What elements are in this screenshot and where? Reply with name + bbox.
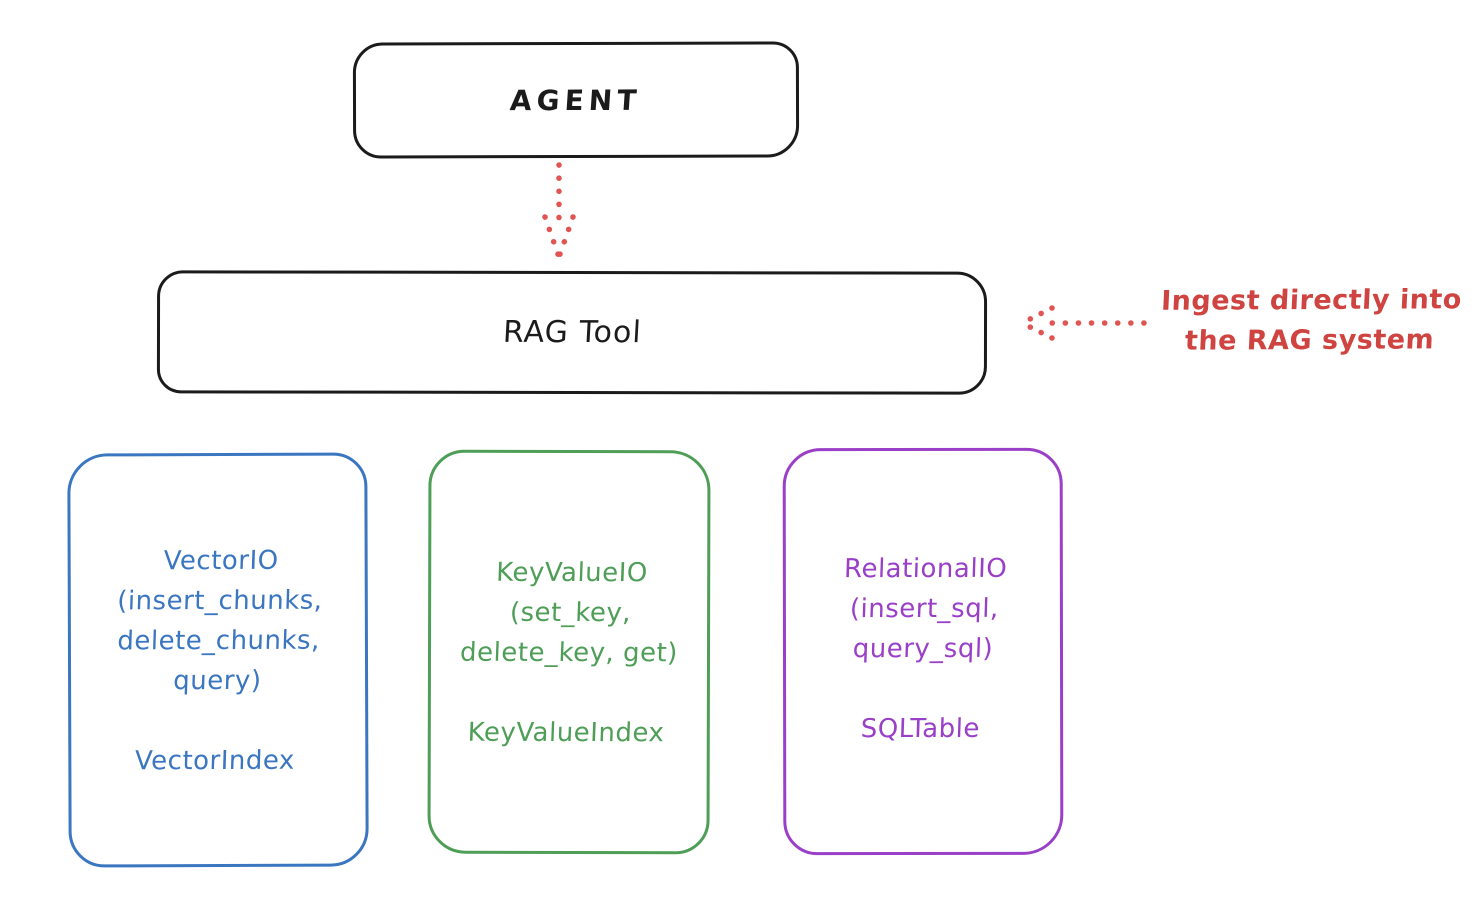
rag-tool-node: RAG Tool — [156, 270, 988, 395]
relational-io-node: RelationalIO (insert_sql, query_sql) SQL… — [782, 447, 1064, 856]
agent-to-ragtool-arrow — [542, 162, 576, 260]
vector-io-node: VectorIO (insert_chunks, delete_chunks, … — [67, 452, 369, 868]
vector-index-label: VectorIndex — [134, 745, 296, 777]
keyvalue-io-methods-line1: (set_key, — [509, 597, 632, 629]
keyvalue-index-label: KeyValueIndex — [467, 717, 665, 749]
vector-io-methods-line1: (insert_chunks, — [116, 585, 324, 617]
keyvalue-io-node-text: KeyValueIO (set_key, delete_key, get) Ke… — [427, 553, 711, 754]
sql-table-label: SQLTable — [860, 713, 981, 745]
keyvalue-io-title: KeyValueIO — [495, 557, 649, 589]
rag-tool-node-label: RAG Tool — [501, 314, 643, 351]
annotation-to-ragtool-arrow — [1019, 305, 1147, 341]
ingest-annotation: Ingest directly into the RAG system — [1136, 280, 1484, 362]
agent-node-label: AGENT — [509, 83, 643, 117]
vector-io-methods-line2: delete_chunks, — [116, 625, 321, 657]
keyvalue-io-methods-line2: delete_key, get) — [459, 637, 679, 669]
vector-io-node-text: VectorIO (insert_chunks, delete_chunks, … — [67, 540, 369, 781]
relational-io-methods-line1: (insert_sql, — [849, 593, 1000, 625]
agent-node: AGENT — [352, 41, 800, 159]
ingest-annotation-line2: the RAG system — [1184, 324, 1435, 357]
keyvalue-io-node: KeyValueIO (set_key, delete_key, get) Ke… — [427, 449, 711, 855]
vector-io-methods-line3: query) — [172, 665, 262, 697]
relational-io-node-text: RelationalIO (insert_sql, query_sql) SQL… — [783, 549, 1064, 749]
ingest-annotation-line1: Ingest directly into — [1160, 284, 1463, 317]
relational-io-title: RelationalIO — [843, 553, 1008, 585]
relational-io-methods-line2: query_sql) — [852, 633, 994, 665]
vector-io-title: VectorIO — [163, 545, 280, 577]
